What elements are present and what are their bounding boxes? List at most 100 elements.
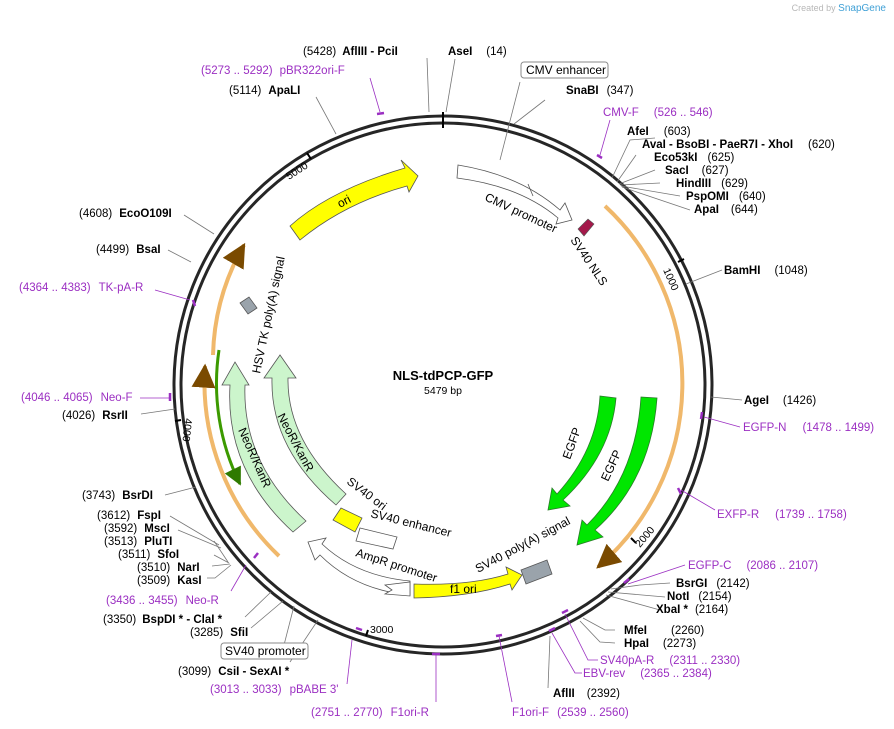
site-bspdi-pos: (3350) [103,614,136,626]
feature-orange-arc-left-1[interactable] [211,242,246,356]
site-nari: (3510)NarI [137,562,200,574]
site-pluti-name: PluTI [144,536,172,548]
feature-ampr-promoter-arrow[interactable] [307,537,411,596]
site-xhoi-group-name: AvaI - BsoBI - PaeR7I - XhoI [642,139,793,151]
primer-pbr322ori-f: (5273 .. 5292)pBR322ori-F [201,65,345,77]
leader-fspi [169,515,220,546]
primer-leader-f1ori-f [498,635,513,703]
feature-f1-ori-arrow[interactable] [413,566,523,599]
leader-msci [177,529,222,549]
site-snabi-name: SnaBI [566,85,599,97]
primer-leader-egfp-c [627,564,686,585]
site-aflIII-name: AflIII - PciI [342,46,398,58]
site-afei-name: AfeI [627,126,649,138]
feature-f1-ori-label: f1 ori [450,582,477,596]
primer-f1ori-f: F1ori-F (2539 .. 2560) [512,707,629,719]
feature-cmv-promoter-arrow[interactable] [456,164,573,225]
leader-sv40-promoter [283,605,295,646]
site-agei-name: AgeI [744,395,769,407]
primer-tk-pa-r: (4364 .. 4383)TK-pA-R [19,282,143,294]
cmv-enhancer-promoter-divider [527,183,534,197]
site-afei-pos: (603) [664,126,691,138]
primer-exfp-r-range: (1739 .. 1758) [775,509,847,521]
feature-hsv-tk-polya-box[interactable] [239,296,258,315]
feature-egfp-arrow-2[interactable] [576,396,658,546]
site-bsai-pos: (4499) [96,244,129,256]
primer-exfp-r: EXFP-R (1739 .. 1758) [717,509,847,521]
feature-orange-arc-left-2[interactable] [191,363,281,558]
site-bsrgi-name: BsrGI [676,578,707,590]
tick-3000 [365,629,369,637]
feature-neor-kanr-arrow-1[interactable] [263,354,347,506]
site-fspi: (3612)FspI [97,510,161,522]
site-kasi: (3509)KasI [137,575,202,587]
feature-sv40-promoter-box [220,642,309,660]
site-hindiii: HindIII(629) [676,178,748,190]
feature-sv40-enhancer-box[interactable] [355,527,398,550]
feature-ampr-promoter-tail[interactable] [383,581,411,597]
primer-tick-pbr322ori-f [376,111,385,116]
site-noti: NotI(2154) [667,591,732,603]
primer-f1ori-f-range: (2539 .. 2560) [557,707,629,719]
feature-tdpcp-arc[interactable] [596,204,685,569]
primer-tick-pbabe3 [355,626,363,632]
leader-rsrii [140,408,176,415]
site-rsrii-pos: (4026) [62,410,95,422]
site-noti-name: NotI [667,591,689,603]
tick-1000 [677,258,685,263]
primer-tick-egfp-n [699,411,704,420]
leader-xbai [605,594,661,611]
primer-pbabe3: (3013 .. 3033)pBABE 3' [210,684,338,696]
feature-sv40-ori-box[interactable] [332,507,363,533]
site-bamhi: BamHI(1048) [724,265,808,277]
primer-tick-cmv-f [596,153,603,160]
site-fspi-pos: (3612) [97,510,130,522]
primer-tick-sv40pa-r [561,608,569,615]
leader-apaLI [315,96,337,135]
feature-neor-kanr-arrow-2[interactable] [221,361,307,533]
tick-4000 [174,419,182,422]
site-xbai: XbaI *(2164) [656,604,728,616]
site-kasi-pos: (3509) [137,575,170,587]
site-sfoi: (3511)SfoI [118,549,179,561]
primer-tick-neo-r [253,552,259,559]
feature-egfp-arrow-1[interactable] [547,395,617,511]
leader-cluster-6 [621,186,691,211]
site-hindiii-pos: (629) [721,178,748,190]
site-bsrgi-pos: (2142) [716,578,749,590]
feature-ori-label: ori [335,192,353,211]
primer-f1ori-r: (2751 .. 2770)F1ori-R [311,707,429,719]
site-pspomi-pos: (640) [739,191,766,203]
primer-f1ori-f-name: F1ori-F [512,707,549,719]
site-rsrii-name: RsrII [102,410,128,422]
feature-green-inner-arc[interactable] [215,349,242,486]
site-apai-pos: (644) [731,204,758,216]
primer-cmv-f: CMV-F(526 .. 546) [603,107,713,119]
site-apaLI-pos: (5114) [229,85,262,97]
leader-aflIII [426,57,430,113]
primer-cmv-f-name: CMV-F [603,107,639,119]
site-agei-pos: (1426) [783,395,816,407]
primer-egfp-c-name: EGFP-C [688,560,731,572]
feature-egfp-label-1: EGFP [560,426,584,461]
site-mfei-pos: (2260) [671,625,704,637]
feature-ori-arrow[interactable] [289,159,419,241]
primer-f1ori-r-name: F1ori-R [391,707,429,719]
feature-hsv-tk-polya-label: HSV TK poly(A) signal [249,255,287,374]
feature-sv40-ori-label: SV40 ori [344,474,389,513]
primer-leader-sv40pa-r [564,613,598,661]
site-saci: SacI(627) [665,165,729,177]
site-aflIII-pos: (5428) [303,46,336,58]
site-pspomi-name: PspOMI [686,191,729,203]
primer-exfp-r-name: EXFP-R [717,509,759,521]
feature-sv40-nls-arrow[interactable] [577,218,595,237]
primer-pbr322ori-f-name: pBR322ori-F [280,65,345,77]
feature-cmv-enhancer-label: CMV enhancer [526,63,606,77]
site-afei: AfeI (603) [627,126,691,138]
feature-sv40-polya-box[interactable] [520,559,553,585]
site-bsrdi-name: BsrDI [122,490,153,502]
site-hpai: HpaI(2273) [624,638,696,650]
site-mfei: MfeI(2260) [624,625,704,637]
created-by-text: Created by [791,3,836,13]
primer-tk-pa-r-range: (4364 .. 4383) [19,282,91,294]
